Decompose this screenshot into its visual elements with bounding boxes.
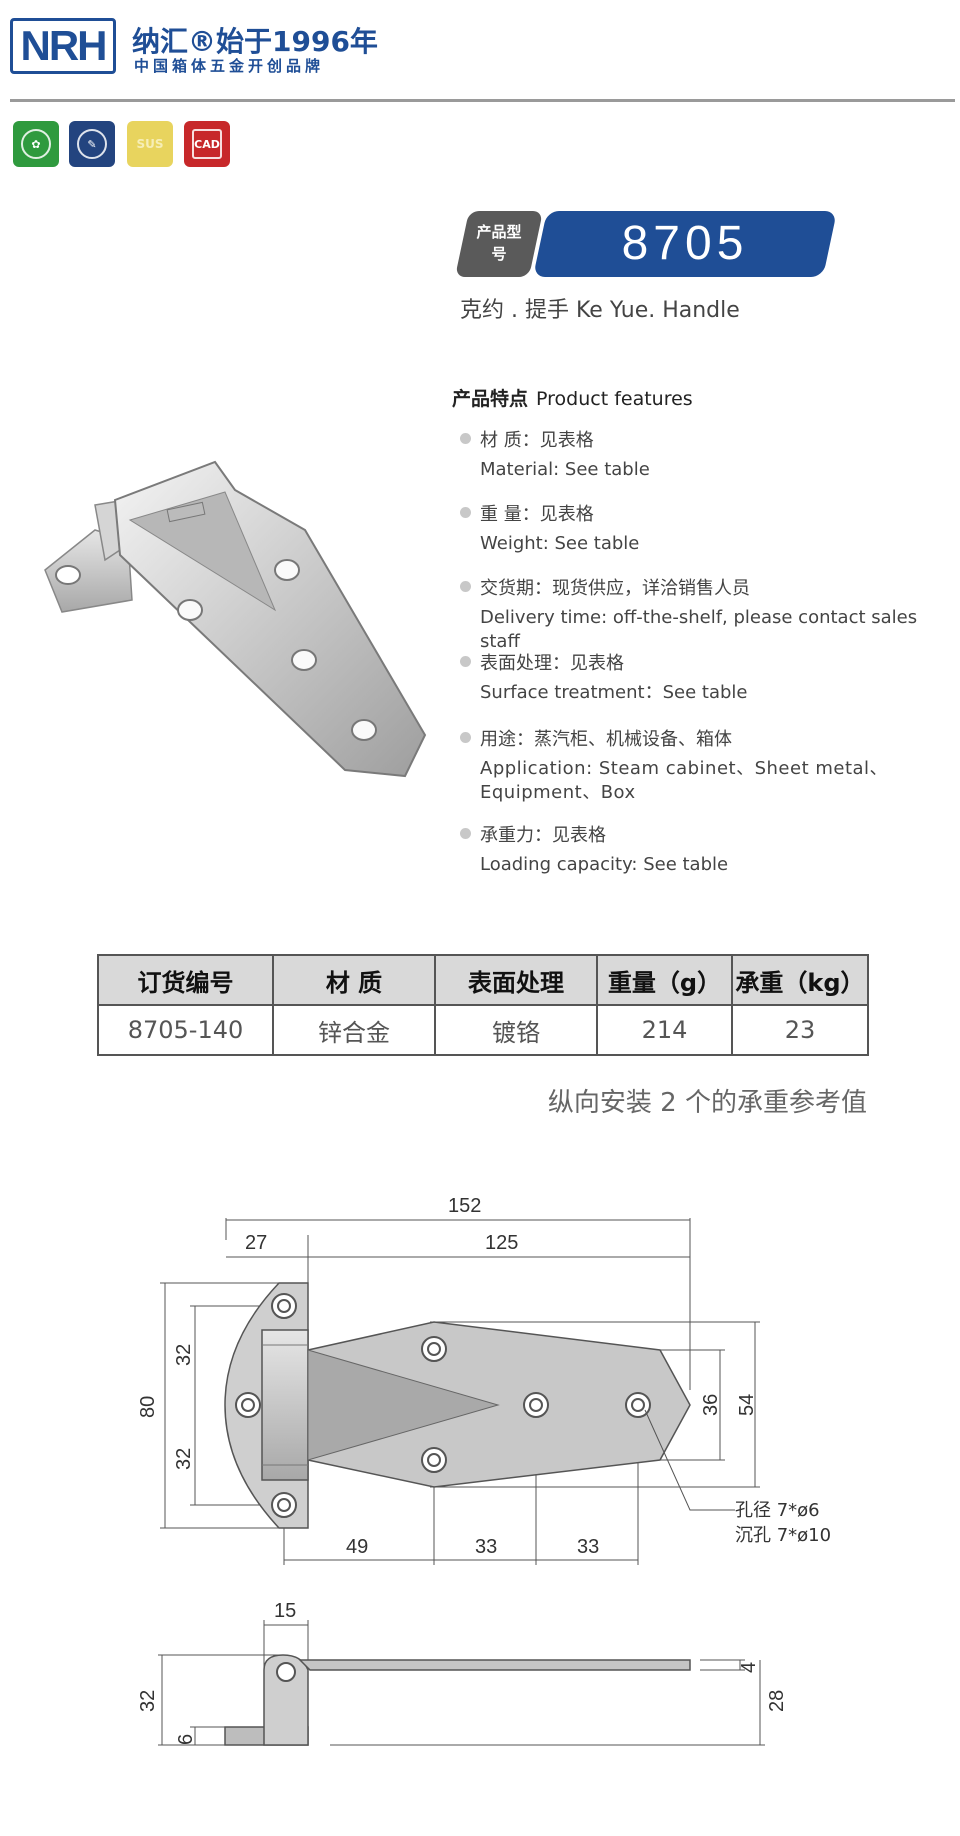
bullet-icon xyxy=(460,656,471,667)
features-title-cn: 产品特点 xyxy=(452,388,529,410)
model-label-text: 产品型号 xyxy=(476,223,522,263)
cad-icon: CAD xyxy=(184,121,230,167)
top-view-drawing xyxy=(160,1218,760,1565)
header-divider xyxy=(10,99,955,102)
bullet-icon xyxy=(460,581,471,592)
feature-cn: 重 量：见表格 xyxy=(480,504,594,525)
table-cell: 8705-140 xyxy=(97,1004,274,1056)
bullet-icon xyxy=(460,828,471,839)
feature-en: Loading capacity: See table xyxy=(480,854,729,875)
bullet-icon xyxy=(460,732,471,743)
table-cell: 23 xyxy=(731,1004,869,1056)
feature-cn: 用途：蒸汽柜、机械设备、箱体 xyxy=(480,729,732,750)
bullet-icon xyxy=(460,433,471,444)
feature-cn: 表面处理：见表格 xyxy=(480,653,624,674)
hole-note-diameter: 孔径 7*ø6 xyxy=(735,1500,820,1521)
dim-leaf-width: 27 xyxy=(245,1232,267,1254)
sus-icon-label: SUS xyxy=(136,137,164,151)
dim-upper-half: 32 xyxy=(173,1344,195,1366)
hole-note-countersink: 沉孔 7*ø10 xyxy=(735,1525,831,1546)
feature-en: Material: See table xyxy=(480,459,650,480)
dim-total-length: 152 xyxy=(448,1195,481,1217)
dim-blade-thickness: 4 xyxy=(738,1662,760,1673)
dim-lower-half: 32 xyxy=(173,1448,195,1470)
table-header-cell: 表面处理 xyxy=(434,954,598,1006)
table-header-cell: 承重（kg） xyxy=(731,954,869,1006)
dim-tip-height: 36 xyxy=(700,1394,722,1416)
table-header-cell: 材 质 xyxy=(272,954,436,1006)
dim-blade-length: 125 xyxy=(485,1232,518,1254)
bullet-icon xyxy=(460,507,471,518)
dim-height: 80 xyxy=(137,1396,159,1418)
dim-blade-height: 54 xyxy=(736,1394,758,1416)
dim-side-height: 32 xyxy=(137,1690,159,1712)
dim-blade-rise: 28 xyxy=(766,1690,788,1712)
product-name: 克约 . 提手 Ke Yue. Handle xyxy=(460,298,740,323)
side-view-part xyxy=(224,1654,691,1746)
top-view-part xyxy=(224,1282,735,1529)
table-note: 纵向安装 2 个的承重参考值 xyxy=(547,1088,867,1118)
dim-knuckle-width: 15 xyxy=(274,1600,296,1622)
brand-tagline: 中国箱体五金开创品牌 xyxy=(134,57,325,75)
feature-en: Application: Steam cabinet、Sheet metal、E… xyxy=(480,758,889,803)
features-title-en: Product features xyxy=(536,388,693,410)
table-cell: 镀铬 xyxy=(434,1004,598,1056)
table-header-cell: 重量（g） xyxy=(596,954,733,1006)
brand-logo: NRH xyxy=(10,18,116,74)
dim-hole-pitch-3: 33 xyxy=(577,1536,599,1558)
feature-cn: 承重力：见表格 xyxy=(480,825,606,846)
tools-icon: ✎ xyxy=(69,121,115,167)
table-row: 8705-140 锌合金 镀铬 214 23 xyxy=(97,1004,869,1056)
table-header-row: 订货编号 材 质 表面处理 重量（g） 承重（kg） xyxy=(97,954,869,1006)
sus-icon: SUS xyxy=(127,121,173,167)
brand-slogan: 纳汇®始于1996年 xyxy=(132,25,378,58)
dim-hole-pitch-1: 49 xyxy=(346,1536,368,1558)
cad-icon-label: CAD xyxy=(192,129,222,159)
table-cell: 214 xyxy=(596,1004,733,1056)
model-number: 8705 xyxy=(621,217,749,270)
feature-cn: 交货期：现货供应，详洽销售人员 xyxy=(480,578,750,599)
logo-text: NRH xyxy=(20,22,108,69)
feature-en: Surface treatment：See table xyxy=(480,682,748,703)
hinge-photo xyxy=(44,460,427,778)
table-header-cell: 订货编号 xyxy=(97,954,274,1006)
dim-hole-pitch-2: 33 xyxy=(475,1536,497,1558)
spec-table: 订货编号 材 质 表面处理 重量（g） 承重（kg） 8705-140 锌合金 … xyxy=(97,954,869,1056)
eco-icon: ✿ xyxy=(13,121,59,167)
feature-cn: 材 质：见表格 xyxy=(480,430,594,451)
table-cell: 锌合金 xyxy=(272,1004,436,1056)
dim-base-thickness: 6 xyxy=(175,1734,197,1745)
feature-en: Weight: See table xyxy=(480,533,640,554)
features-title: 产品特点 Product features xyxy=(452,384,693,411)
feature-en: Delivery time: off-the-shelf, please con… xyxy=(480,607,918,652)
